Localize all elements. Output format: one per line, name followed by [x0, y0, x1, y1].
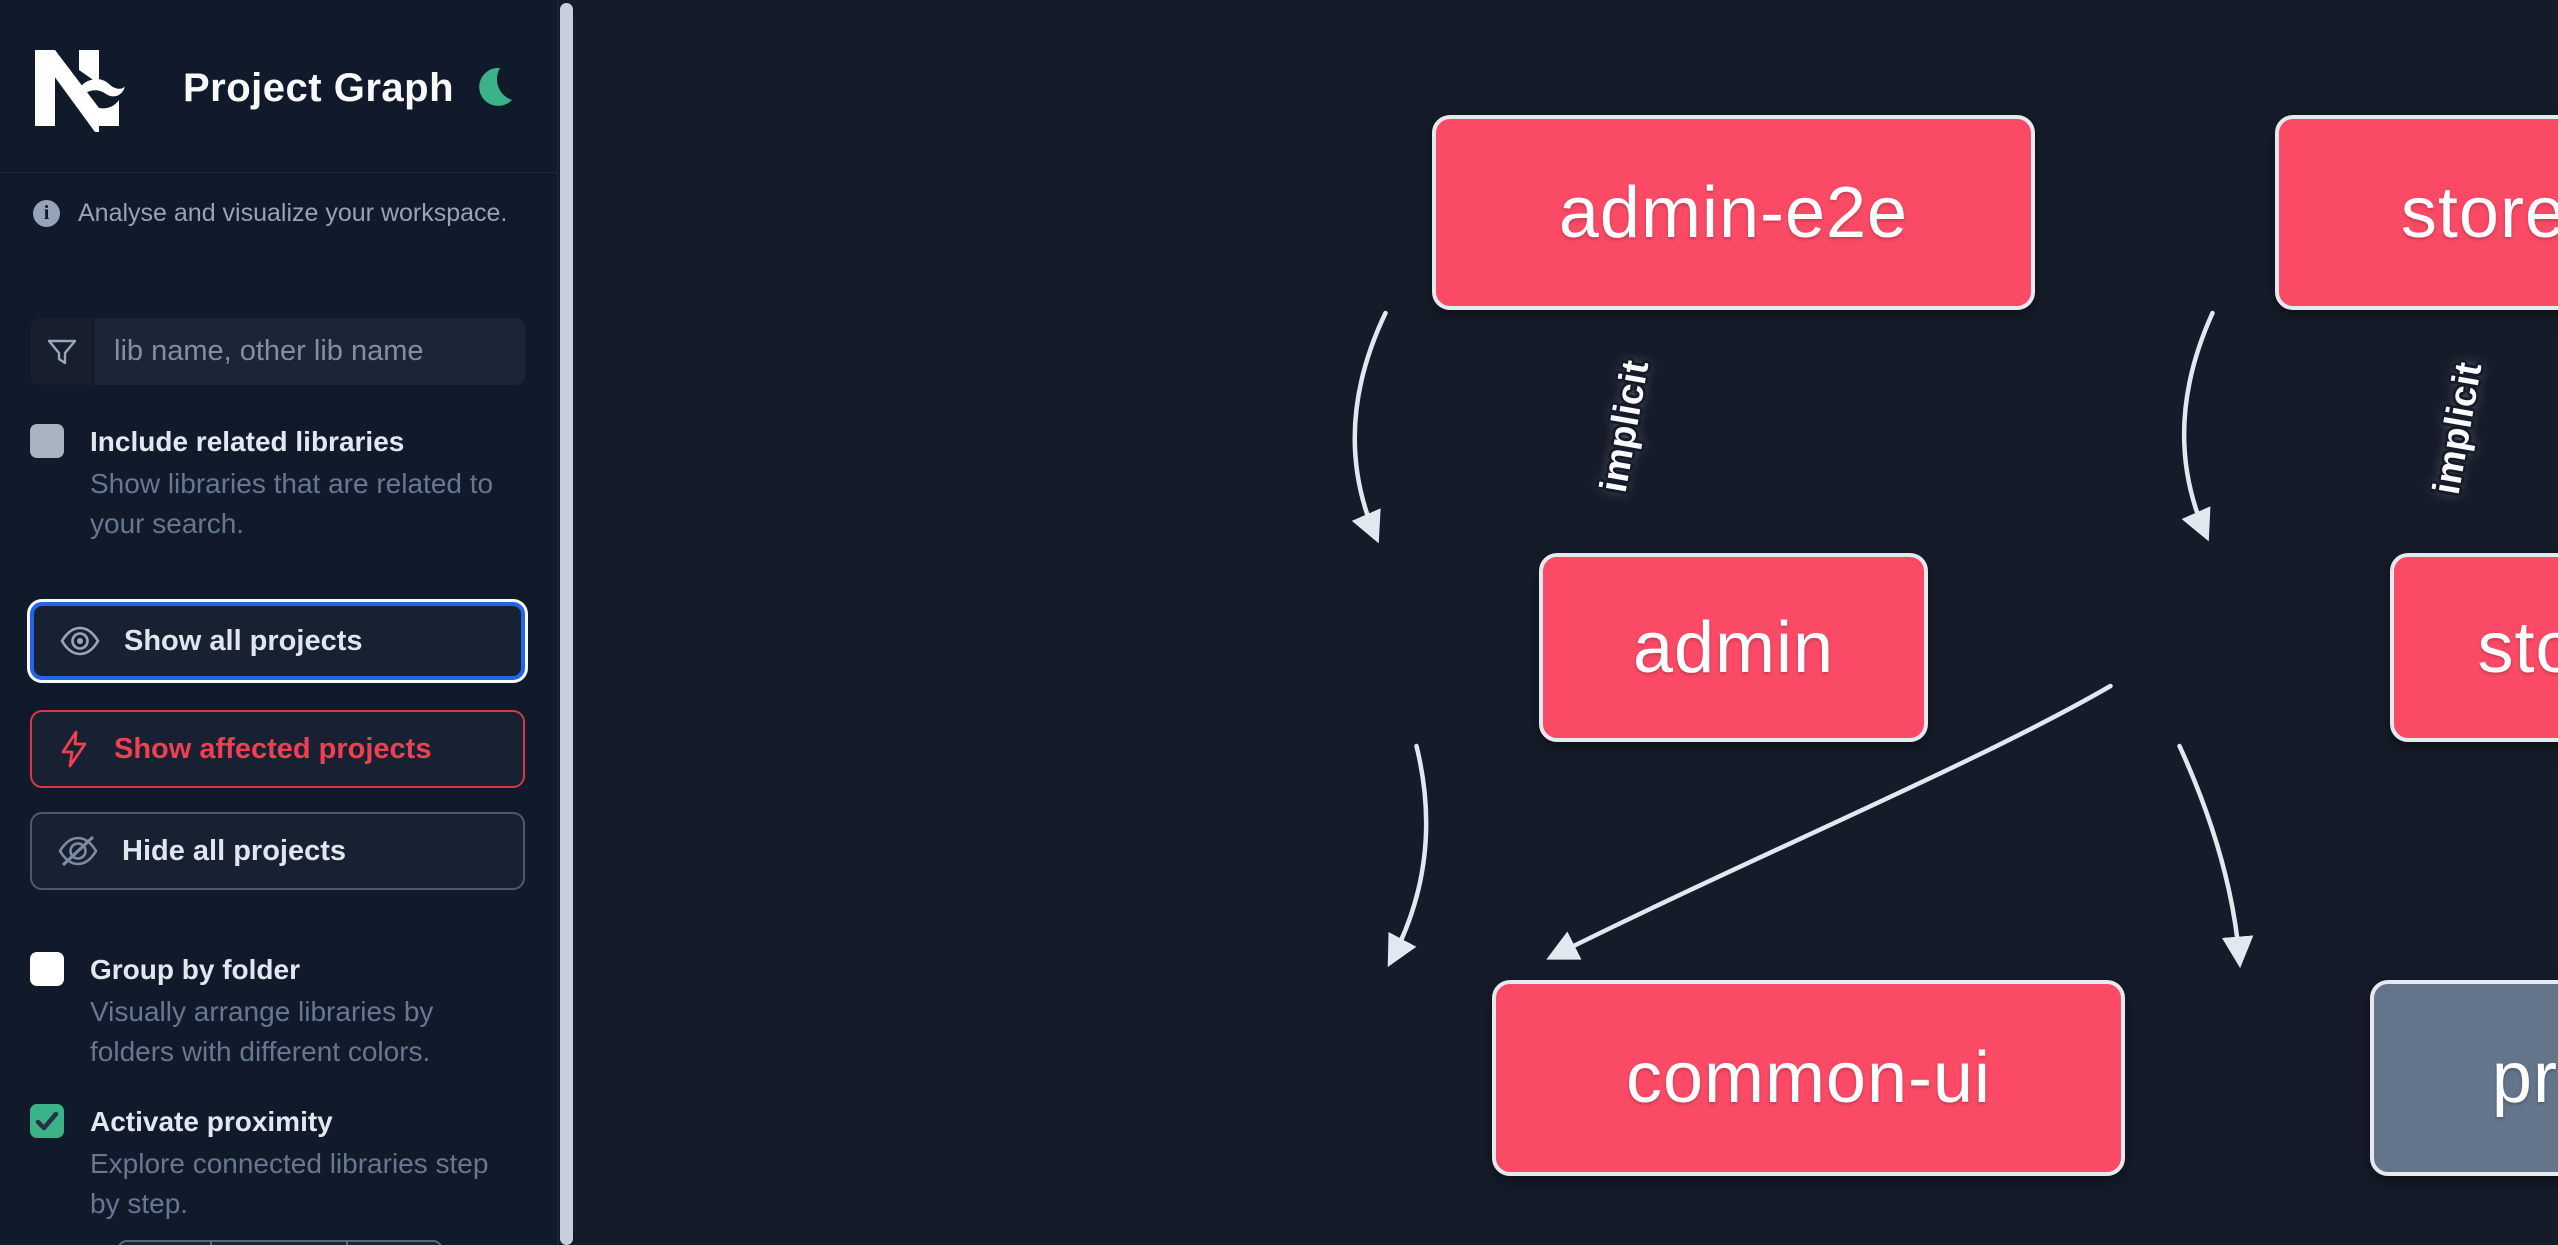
stepper-decrement[interactable] [119, 1242, 212, 1245]
graph-node-store-e2e[interactable]: store-e2e [2275, 115, 2558, 310]
edge-admin-to-common-ui [1387, 743, 1429, 968]
edge-store-to-products [2177, 743, 2254, 969]
graph-node-admin-e2e[interactable]: admin-e2e [1432, 115, 2035, 310]
stepper-value [212, 1242, 348, 1245]
option-description: Show libraries that are related to your … [90, 468, 494, 539]
show-affected-projects-button[interactable]: Show affected projects [30, 710, 525, 788]
eye-off-icon [58, 835, 98, 867]
graph-canvas[interactable]: admin-e2e store-e2e admin store common-u… [559, 0, 2558, 1245]
eye-icon [60, 626, 100, 656]
graph-node-admin[interactable]: admin [1539, 553, 1928, 742]
edge-label-implicit-store: implicit [2425, 359, 2491, 498]
sidebar-header: Project Graph [0, 0, 558, 173]
edge-store-e2e-to-store [2181, 310, 2215, 542]
workspace-tagline: Analyse and visualize your workspace. [78, 199, 508, 227]
nx-logo-icon [35, 50, 125, 132]
graph-node-common-ui[interactable]: common-ui [1492, 980, 2125, 1176]
theme-toggle-moon-icon[interactable] [470, 64, 514, 108]
edge-admin-e2e-to-admin [1351, 310, 1388, 544]
option-description: Explore connected libraries step by step… [90, 1148, 489, 1219]
option-label: Activate proximity [90, 1106, 333, 1137]
bolt-icon [61, 730, 87, 768]
show-all-projects-button[interactable]: Show all projects [30, 602, 525, 680]
option-include-related-libraries[interactable]: Include related libraries Show libraries… [30, 422, 530, 544]
option-description: Visually arrange libraries by folders wi… [90, 996, 434, 1067]
option-group-by-folder[interactable]: Group by folder Visually arrange librari… [30, 950, 530, 1072]
proximity-depth-stepper[interactable] [117, 1240, 443, 1245]
option-label: Group by folder [90, 954, 300, 985]
funnel-filter-icon [30, 318, 94, 385]
group-by-folder-checkbox[interactable] [30, 952, 64, 986]
hide-all-projects-button[interactable]: Hide all projects [30, 812, 525, 890]
button-label: Show affected projects [114, 732, 432, 765]
checkmark-icon [35, 1111, 59, 1131]
workspace-tagline-row: i Analyse and visualize your workspace. [33, 199, 507, 228]
activate-proximity-checkbox[interactable] [30, 1104, 64, 1138]
button-label: Hide all projects [122, 834, 347, 867]
option-activate-proximity[interactable]: Activate proximity Explore connected lib… [30, 1102, 530, 1224]
app-title: Project Graph [183, 66, 455, 110]
include-related-checkbox[interactable] [30, 424, 64, 458]
graph-node-store[interactable]: store [2390, 553, 2558, 742]
option-label: Include related libraries [90, 426, 405, 457]
graph-node-products[interactable]: products [2370, 980, 2558, 1176]
info-icon: i [33, 200, 60, 227]
button-label: Show all projects [124, 624, 363, 657]
sidebar: Project Graph i Analyse and visualize yo… [0, 0, 558, 1245]
library-filter-input[interactable] [94, 318, 525, 385]
sidebar-scrollbar[interactable] [560, 3, 573, 1245]
edge-label-implicit-admin: implicit [1592, 357, 1658, 496]
library-filter-box [30, 318, 525, 385]
